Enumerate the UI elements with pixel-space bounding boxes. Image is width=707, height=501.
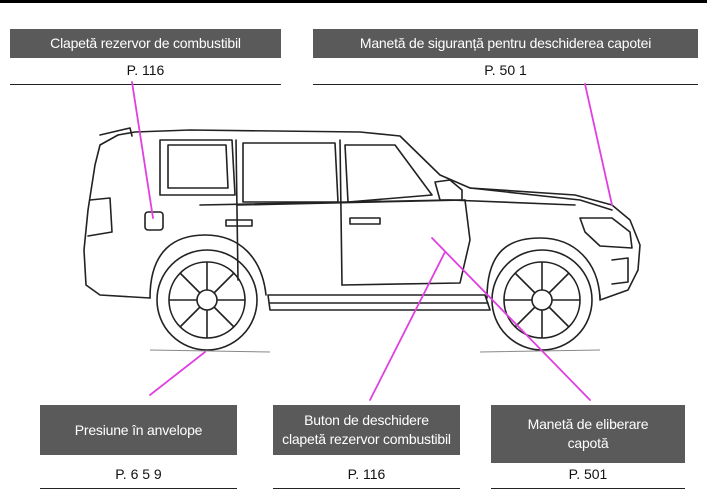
front-wheel (492, 250, 592, 350)
callout-hood-safety-lever (585, 84, 612, 205)
callout-fuel-flap (132, 82, 153, 218)
callout-fuel-flap-button (370, 252, 445, 400)
callout-hood-release-lever (432, 238, 590, 400)
callout-tire-pressure (150, 352, 205, 395)
ground-line (150, 350, 600, 352)
rear-wheel (157, 250, 257, 350)
suv-body-outline (84, 128, 640, 310)
